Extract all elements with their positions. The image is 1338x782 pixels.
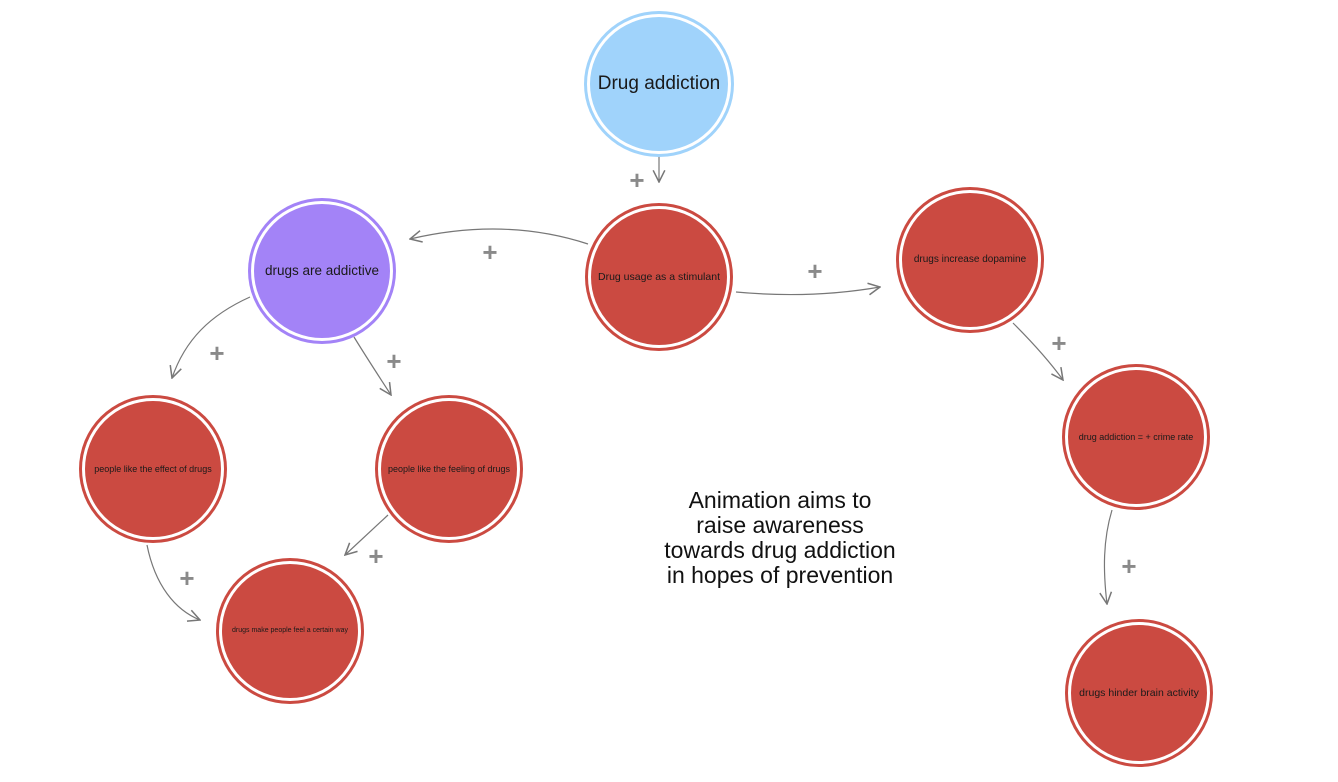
node-feeling-of-drugs[interactable]: people like the feeling of drugs	[378, 398, 520, 540]
polarity-plus-addiction-stimulant: +	[629, 165, 645, 195]
node-label: drugs increase dopamine	[913, 254, 1027, 266]
link-crime-to-brain[interactable]	[1104, 509, 1113, 604]
node-effect-of-drugs[interactable]: people like the effect of drugs	[82, 398, 224, 540]
node-label: drugs are addictive	[264, 263, 380, 279]
link-effect-to-certain-way[interactable]	[146, 544, 200, 620]
node-drug-addiction[interactable]: Drug addiction	[587, 14, 731, 154]
link-stimulant-to-dopamine[interactable]	[735, 287, 880, 294]
node-label: Drug usage as a stimulant	[598, 270, 720, 283]
node-dopamine[interactable]: drugs increase dopamine	[899, 190, 1041, 330]
polarity-plus-addictive-feeling: +	[386, 346, 402, 376]
node-label: people like the feeling of drugs	[387, 463, 511, 474]
link-addictive-to-effect[interactable]	[172, 296, 251, 378]
node-label: Drug addiction	[597, 73, 721, 95]
polarity-plus-feeling-certain-way: +	[368, 541, 384, 571]
node-label: drug addiction = + crime rate	[1078, 431, 1194, 442]
node-drugs-addictive[interactable]: drugs are addictive	[251, 201, 393, 341]
polarity-plus-dopamine-crime: +	[1051, 328, 1067, 358]
polarity-plus-stimulant-dopamine: +	[807, 256, 823, 286]
node-brain-activity[interactable]: drugs hinder brain activity	[1068, 622, 1210, 764]
link-feeling-to-certain-way[interactable]	[345, 514, 389, 555]
node-crime-rate[interactable]: drug addiction = + crime rate	[1065, 367, 1207, 507]
annotation-text: Animation aims to raise awareness toward…	[664, 487, 896, 588]
node-label: people like the effect of drugs	[94, 463, 212, 474]
node-stimulant[interactable]: Drug usage as a stimulant	[588, 206, 730, 348]
polarity-plus-crime-brain: +	[1121, 551, 1137, 581]
link-addictive-to-feeling[interactable]	[353, 336, 391, 395]
polarity-plus-addictive-effect: +	[209, 338, 225, 368]
polarity-plus-effect-certain-way: +	[179, 563, 195, 593]
polarity-plus-stimulant-addictive: +	[482, 237, 498, 267]
node-label: drugs hinder brain activity	[1079, 686, 1199, 699]
link-stimulant-to-addictive[interactable]	[410, 228, 589, 245]
link-dopamine-to-crime[interactable]	[1012, 322, 1063, 380]
node-label: drugs make people feel a certain way	[232, 626, 348, 634]
node-certain-way[interactable]: drugs make people feel a certain way	[219, 561, 361, 701]
